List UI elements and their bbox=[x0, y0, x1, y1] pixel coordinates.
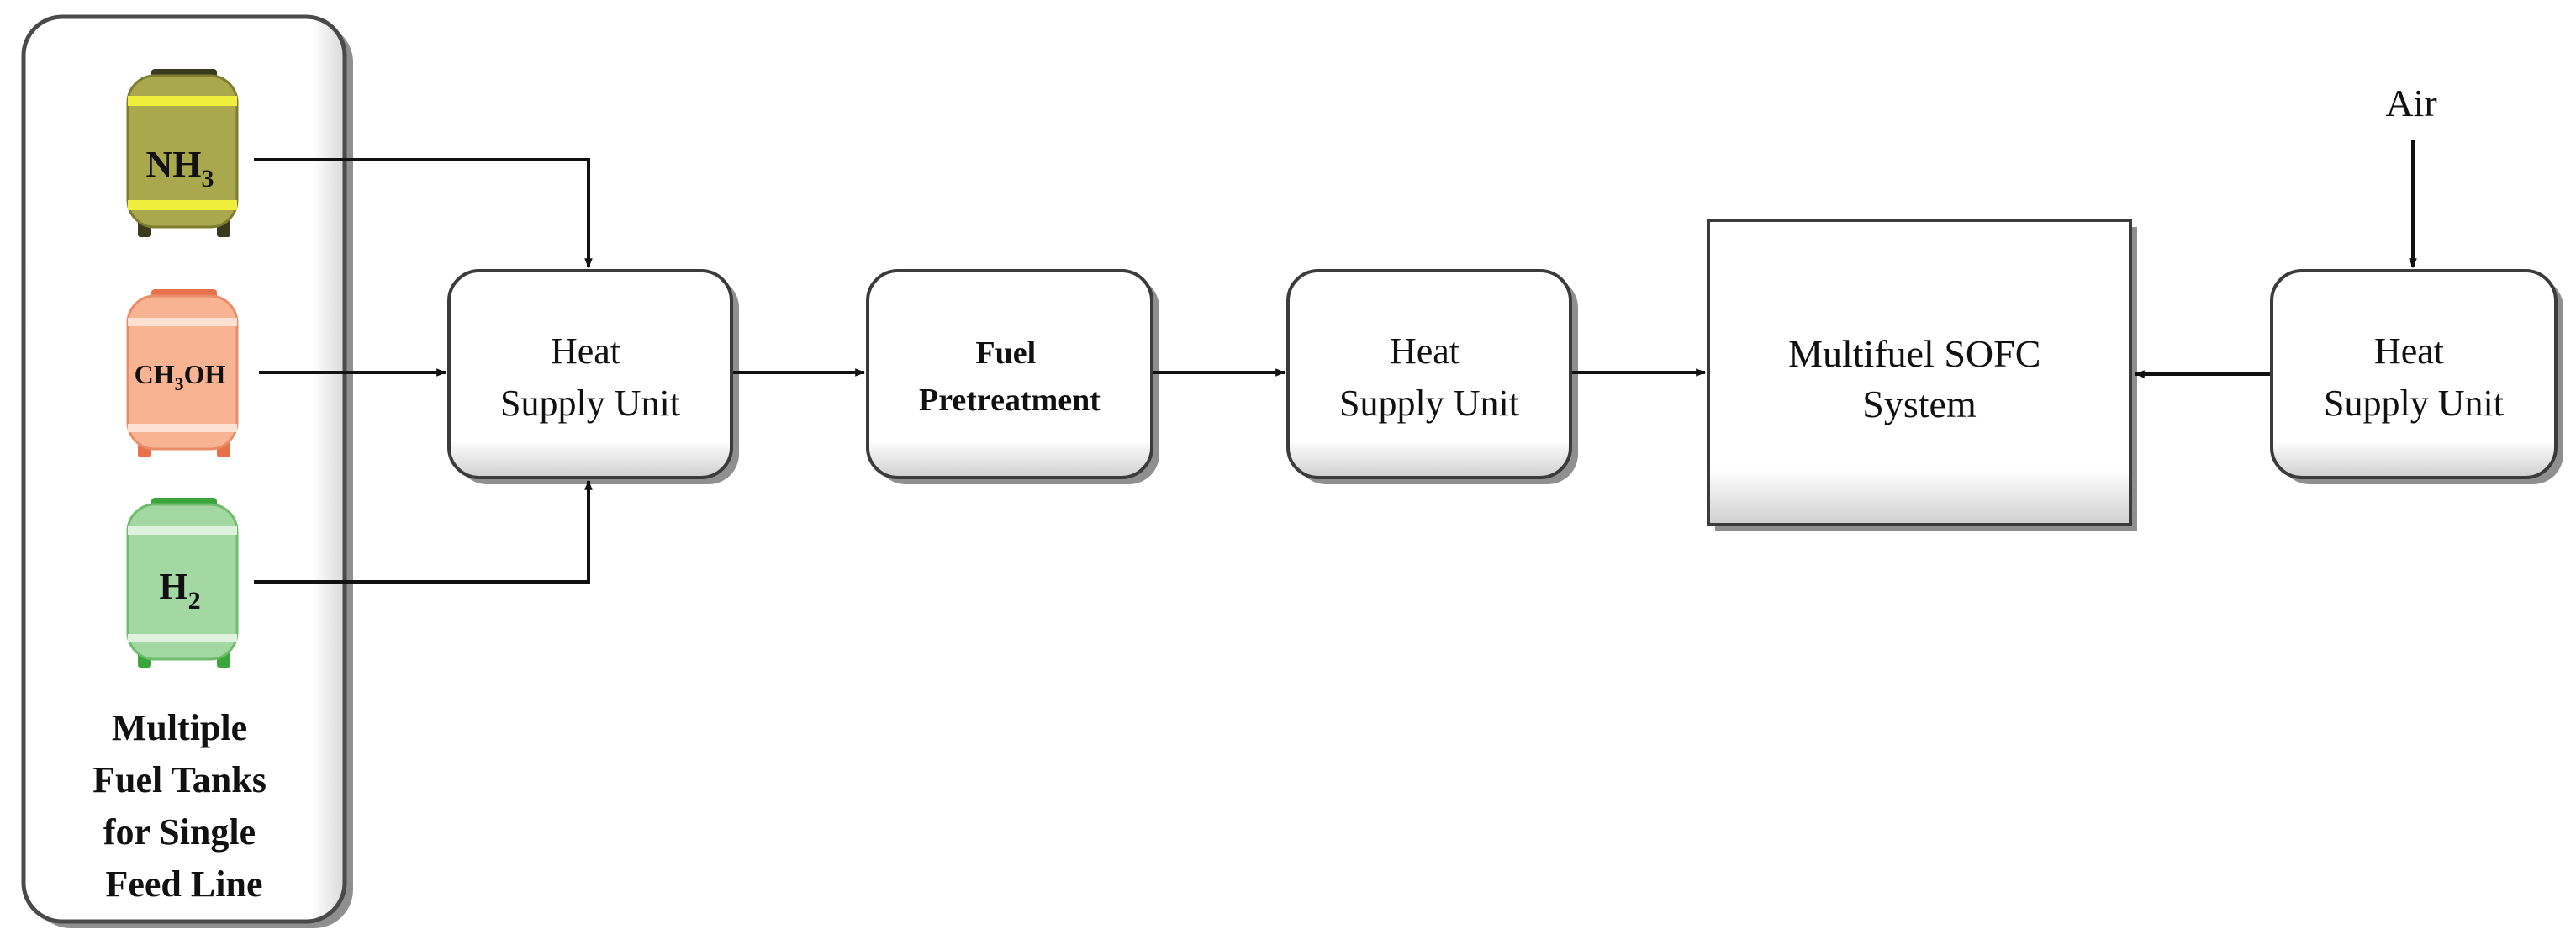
box-frame bbox=[1286, 269, 1572, 479]
heat-supply-unit-3: Heat Supply Unit bbox=[2270, 269, 2563, 484]
caption-line-3: for Single bbox=[103, 811, 256, 853]
caption-line-1: Multiple bbox=[112, 707, 247, 748]
ch3oh-tank: CH3OH bbox=[126, 289, 239, 457]
heat-supply-unit-2-label: Heat Supply Unit bbox=[1339, 330, 1519, 424]
h2-tank: H2 bbox=[126, 498, 239, 668]
tank-group-frame bbox=[21, 14, 347, 924]
tank-band-icon bbox=[128, 96, 237, 106]
nh3-label: NH3 bbox=[146, 144, 214, 193]
tank-body-icon bbox=[126, 294, 239, 451]
ch3oh-label: CH3OH bbox=[135, 359, 226, 394]
sofc-system-label: Multifuel SOFC System bbox=[1788, 332, 2051, 425]
heat-supply-unit-1-label: Heat Supply Unit bbox=[500, 330, 680, 424]
heat-supply-unit-2: Heat Supply Unit bbox=[1286, 269, 1578, 484]
caption-line-2: Fuel Tanks bbox=[92, 759, 267, 800]
tank-group-caption: Multiple Fuel Tanks for Single Feed Line bbox=[92, 707, 276, 905]
tank-band-icon bbox=[128, 634, 237, 642]
fuel-pretreatment-box: Fuel Pretreatment bbox=[866, 269, 1159, 484]
fuel-pretreatment-label: Fuel Pretreatment bbox=[919, 335, 1101, 418]
fuel-tank-group: Multiple Fuel Tanks for Single Feed Line bbox=[21, 14, 353, 928]
tank-band-icon bbox=[128, 424, 237, 432]
h2-feed-arrow bbox=[254, 479, 593, 584]
tank-band-icon bbox=[128, 526, 237, 535]
heat-supply-unit-1: Heat Supply Unit bbox=[447, 269, 739, 484]
tank-band-icon bbox=[128, 318, 237, 326]
caption-line-4: Feed Line bbox=[106, 863, 263, 905]
heat-supply-unit-3-label: Heat Supply Unit bbox=[2324, 330, 2504, 424]
multifuel-sofc-system-box: Multifuel SOFC System bbox=[1707, 219, 2137, 531]
tank-body-icon bbox=[126, 74, 239, 229]
box-frame bbox=[1707, 219, 2132, 526]
nh3-feed-arrow bbox=[254, 158, 593, 269]
box-frame bbox=[447, 269, 733, 479]
nh3-tank: NH3 bbox=[126, 69, 239, 237]
box-frame bbox=[866, 269, 1153, 479]
box-frame bbox=[2270, 269, 2558, 479]
air-input-label: Air bbox=[2385, 82, 2436, 124]
connectors bbox=[254, 140, 2417, 584]
h2-label: H2 bbox=[159, 566, 200, 615]
tank-band-icon bbox=[128, 200, 237, 210]
tank-body-icon bbox=[126, 503, 239, 661]
